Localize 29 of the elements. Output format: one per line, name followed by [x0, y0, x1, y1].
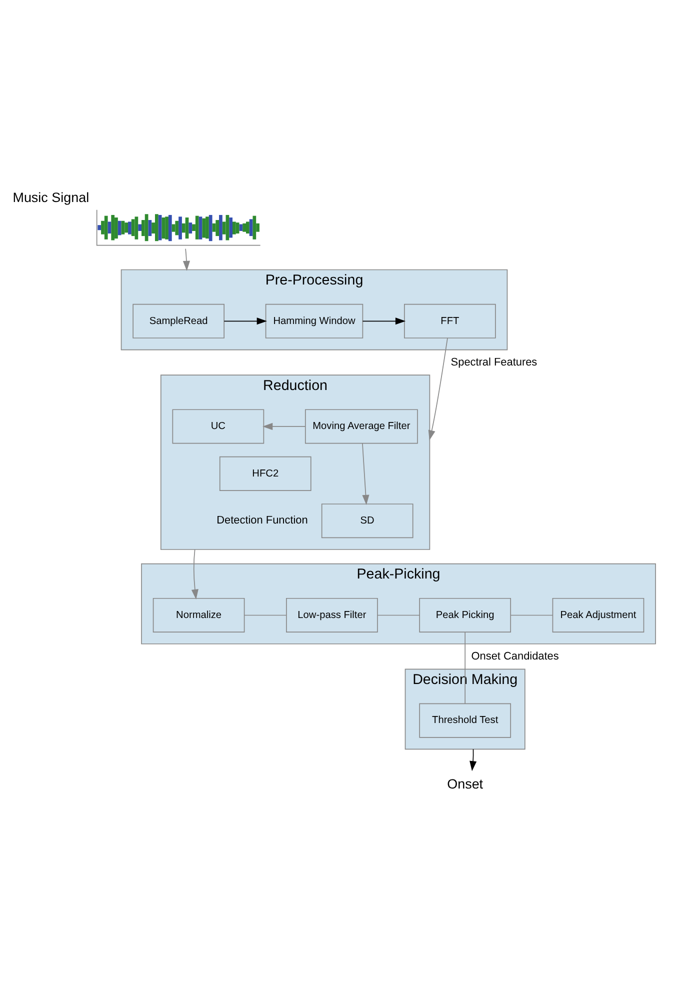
node-box: UC: [172, 409, 264, 444]
arrow: [191, 549, 198, 600]
arrow: [224, 318, 267, 325]
connector: [510, 614, 554, 616]
edge-label: Detection Function: [216, 514, 308, 527]
edge-label: Onset Candidates: [471, 650, 559, 662]
arrow: [262, 422, 306, 430]
node-box: SampleRead: [132, 304, 224, 338]
node-label: Music Signal: [12, 190, 90, 206]
node-box: Threshold Test: [419, 703, 512, 738]
connector: [464, 632, 466, 704]
connector: [244, 614, 287, 616]
node-text: Onset: [447, 776, 484, 792]
node-box: FFT: [404, 304, 496, 338]
node-box: SD: [321, 504, 414, 538]
node-box: Hamming Window: [265, 304, 364, 338]
arrow: [182, 248, 190, 272]
node-box: Normalize: [152, 598, 245, 633]
node-box: HFC2: [219, 456, 312, 491]
arrow: [470, 748, 477, 772]
node-box: Low-pass Filter: [286, 598, 378, 633]
arrow: [428, 338, 448, 440]
node-box: Peak Adjustment: [552, 598, 644, 633]
connector: [377, 614, 420, 616]
arrow: [362, 318, 406, 325]
node-box: Peak Picking: [419, 598, 512, 633]
edge-label: Spectral Features: [450, 356, 538, 368]
node-box: Moving Average Filter: [304, 409, 418, 444]
arrow: [362, 443, 370, 506]
